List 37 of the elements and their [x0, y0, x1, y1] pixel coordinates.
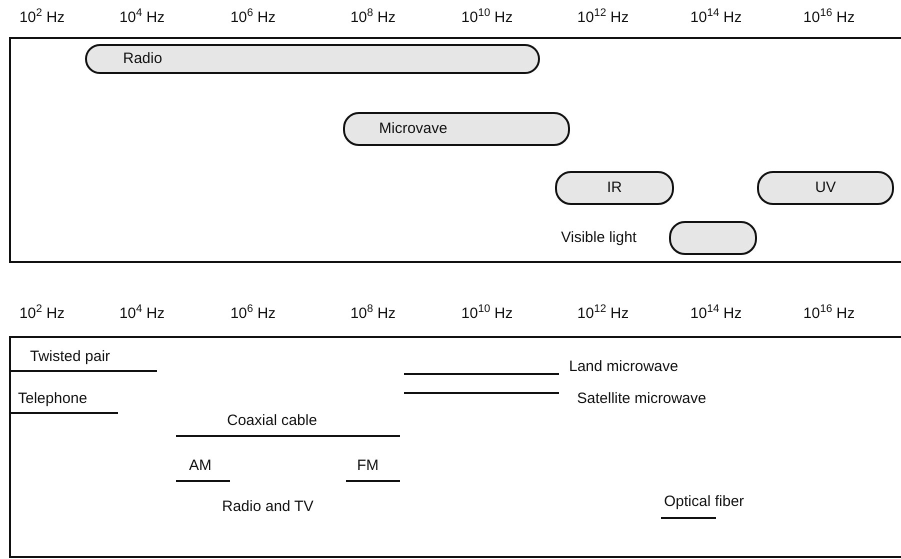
medium-label: AM — [189, 457, 212, 475]
medium-label: Land microwave — [569, 358, 678, 376]
frequency-tick-label: 10$^{16}$ Hz — [803, 9, 855, 27]
band-label: Radio — [123, 50, 162, 68]
band-bar — [343, 112, 570, 146]
band-bar — [757, 171, 894, 205]
frequency-tick-label: 10$^{8}$ Hz — [350, 9, 396, 27]
frequency-tick-label: 10$^{4}$ Hz — [119, 305, 165, 323]
band-label: IR — [607, 179, 622, 197]
band-label: Microvave — [379, 120, 448, 138]
frequency-tick-label: 10$^{6}$ Hz — [230, 305, 276, 323]
spectrum-panel — [9, 37, 901, 263]
medium-label: Twisted pair — [30, 348, 110, 366]
frequency-tick-label: 10$^{4}$ Hz — [119, 9, 165, 27]
medium-label: FM — [357, 457, 379, 475]
frequency-tick-label: 10$^{2}$ Hz — [19, 9, 65, 27]
frequency-tick-label: 10$^{8}$ Hz — [350, 305, 396, 323]
medium-label: Telephone — [18, 390, 88, 408]
medium-label: Coaxial cable — [227, 412, 318, 430]
spectrum-panel — [9, 336, 901, 558]
frequency-tick-label: 10$^{14}$ Hz — [690, 9, 742, 27]
medium-label: Optical fiber — [664, 493, 744, 511]
band-bar — [669, 221, 757, 255]
frequency-tick-label: 10$^{16}$ Hz — [803, 305, 855, 323]
frequency-tick-label: 10$^{14}$ Hz — [690, 305, 742, 323]
frequency-tick-label: 10$^{12}$ Hz — [577, 9, 629, 27]
band-label: Visible light — [561, 229, 637, 247]
frequency-tick-label: 10$^{10}$ Hz — [461, 305, 513, 323]
frequency-tick-label: 10$^{2}$ Hz — [19, 305, 65, 323]
medium-label: Satellite microwave — [577, 390, 706, 408]
band-bar — [85, 44, 540, 74]
band-label: UV — [815, 179, 836, 197]
band-bar — [555, 171, 674, 205]
frequency-tick-label: 10$^{12}$ Hz — [577, 305, 629, 323]
frequency-tick-label: 10$^{6}$ Hz — [230, 9, 276, 27]
frequency-tick-label: 10$^{10}$ Hz — [461, 9, 513, 27]
group-label: Radio and TV — [222, 498, 314, 516]
